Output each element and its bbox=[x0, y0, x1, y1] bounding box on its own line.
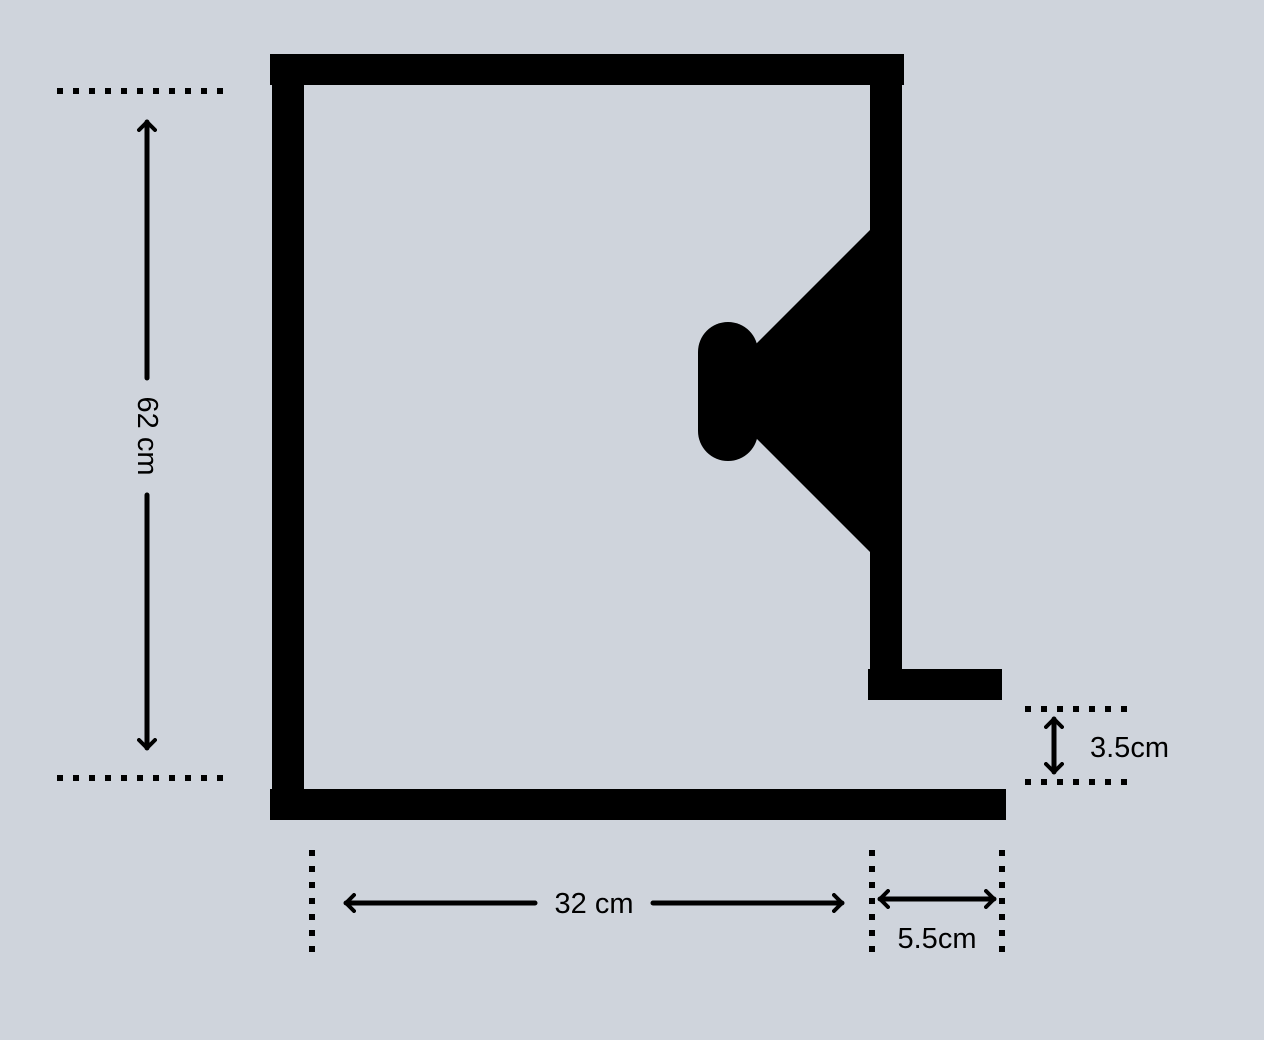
enclosure-bottom-panel bbox=[270, 789, 1006, 820]
port-length-label: 5.5cm bbox=[898, 923, 977, 955]
height-label: 62 cm bbox=[131, 397, 163, 476]
inner-width-label: 32 cm bbox=[555, 888, 634, 920]
port-gap-label: 3.5cm bbox=[1090, 732, 1169, 764]
enclosure-front-baffle bbox=[870, 54, 902, 700]
enclosure-back-panel bbox=[272, 54, 304, 820]
enclosure-top-panel bbox=[270, 54, 904, 85]
port-shelf bbox=[868, 669, 1002, 700]
dimension-guides bbox=[57, 88, 1130, 954]
speaker-driver-icon bbox=[698, 228, 872, 554]
speaker-cone bbox=[752, 228, 872, 554]
enclosure bbox=[270, 54, 1006, 820]
speaker-magnet bbox=[698, 322, 758, 461]
